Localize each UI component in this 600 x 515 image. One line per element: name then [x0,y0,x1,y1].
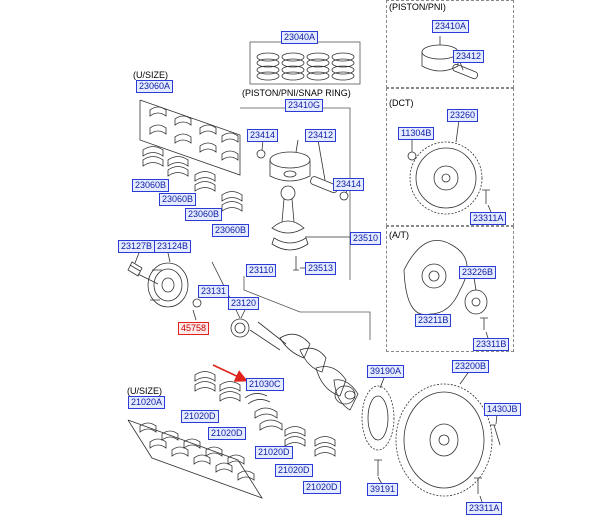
part-label-21020d-1[interactable]: 21020D [181,410,219,423]
part-label-23410g[interactable]: 23410G [285,99,324,112]
part-label-23040a[interactable]: 23040A [281,31,319,44]
caption-dct: (DCT) [389,98,414,108]
part-label-23412-boxed[interactable]: 23412 [453,50,485,63]
part-label-23414-left[interactable]: 23414 [247,129,279,142]
part-label-21020d-4[interactable]: 21020D [275,464,313,477]
part-label-23260[interactable]: 23260 [447,109,479,122]
part-label-23110[interactable]: 23110 [246,264,277,277]
at-panel [386,226,514,352]
sensor-wheel [361,385,395,451]
part-label-21020a[interactable]: 21020A [128,396,166,409]
part-label-23211b[interactable]: 23211B [415,314,452,327]
part-label-23513[interactable]: 23513 [305,262,337,275]
part-label-21030c[interactable]: 21030C [246,378,284,391]
connecting-rod [271,185,309,251]
piston [269,151,311,182]
part-label-23124b[interactable]: 23124B [154,240,192,253]
part-label-23311a[interactable]: 23311A [470,212,507,225]
part-label-23060b-3[interactable]: 23060B [185,208,223,221]
caption-usize-bottom: (U/SIZE) [127,386,162,396]
part-label-23412[interactable]: 23412 [305,129,337,142]
part-label-23311a-bottom[interactable]: 23311A [466,502,503,515]
part-label-1430jb[interactable]: 1430JB [484,403,521,416]
flywheel-dct [409,141,483,215]
upper-bearing-set [139,99,241,176]
part-label-23414-right[interactable]: 23414 [333,178,365,191]
timing-sprocket [230,318,250,338]
part-label-39190a[interactable]: 39190A [367,365,405,378]
part-label-23131[interactable]: 23131 [198,285,230,298]
part-label-23060b-2[interactable]: 23060B [159,193,197,206]
part-label-23060a[interactable]: 23060A [136,80,174,93]
part-label-23060b-1[interactable]: 23060B [132,179,170,192]
part-label-21020d-2[interactable]: 21020D [208,427,246,440]
part-label-23120[interactable]: 23120 [228,297,260,310]
part-label-23127b[interactable]: 23127B [118,240,156,253]
caption-at: (A/T) [389,230,409,240]
caption-piston-pni-snap-ring: (PISTON/PNI/SNAP RING) [242,88,351,98]
part-label-39191[interactable]: 39191 [367,483,399,496]
part-label-23060b-4[interactable]: 23060B [212,224,250,237]
part-label-23311b[interactable]: 23311B [473,338,510,351]
part-label-11304b[interactable]: 11304B [398,127,435,140]
caption-piston-pni: (PISTON/PNI) [389,2,446,12]
part-label-23410a[interactable]: 23410A [432,20,470,33]
lower-bearing-set [127,419,263,499]
crankshaft-pulley [147,262,189,308]
part-label-23226b[interactable]: 23226B [459,266,497,279]
crankshaft [249,321,359,411]
piston-pni-panel [386,0,514,88]
piston-rings [256,52,355,81]
dct-panel [386,88,514,226]
part-label-45758-highlighted[interactable]: 45758 [178,322,210,335]
caption-usize-top: (U/SIZE) [133,70,168,80]
part-label-21020d-3[interactable]: 21020D [255,446,293,459]
drive-plate-at [403,240,468,316]
flywheel-lower [395,383,493,497]
part-label-23510[interactable]: 23510 [350,232,382,245]
part-label-21020d-5[interactable]: 21020D [303,481,341,494]
part-label-23200b[interactable]: 23200B [452,360,490,373]
